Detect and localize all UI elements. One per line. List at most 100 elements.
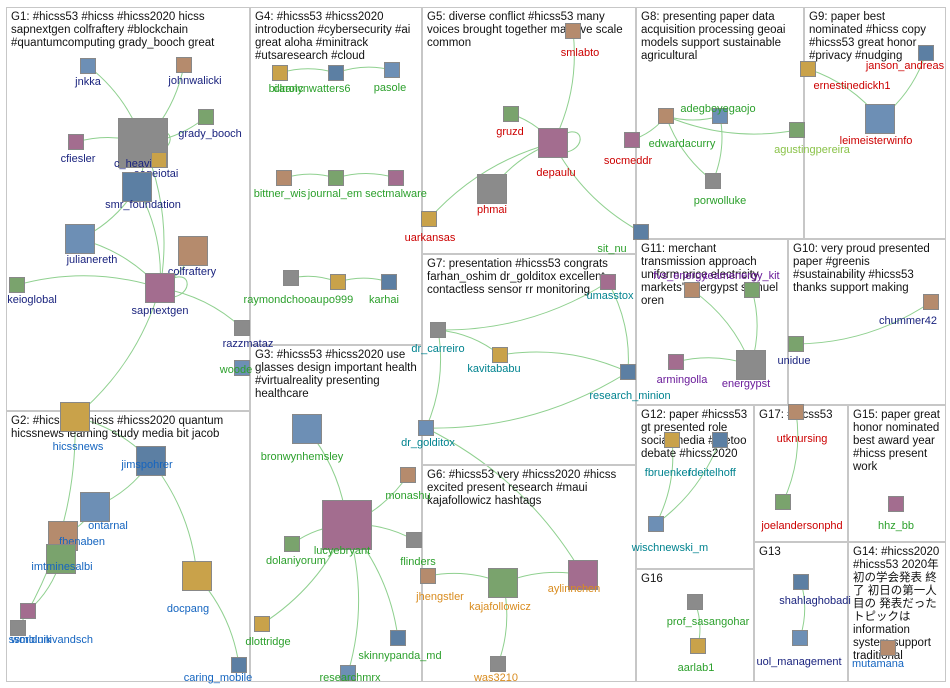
person-icon — [283, 270, 299, 286]
node-label: umasstox — [586, 290, 634, 302]
logo-icon — [538, 128, 568, 158]
node-label: smlabto — [560, 47, 600, 59]
person-icon — [712, 432, 728, 448]
node-label: fvs_energy — [653, 270, 707, 282]
person-icon — [477, 174, 507, 204]
person-icon — [284, 536, 300, 552]
node-label: sapnextgen — [131, 305, 189, 317]
group-g9: G9: paper best nominated #hicss copy #hi… — [804, 7, 946, 239]
person-icon — [687, 594, 703, 610]
group-g13: G13 — [754, 542, 848, 682]
logo-icon — [9, 277, 25, 293]
person-icon — [620, 364, 636, 380]
node-label: jimspohrer — [121, 459, 173, 471]
logo-icon — [421, 211, 437, 227]
node-label: lucyebryant — [313, 545, 371, 557]
person-icon — [80, 58, 96, 74]
person-icon — [276, 170, 292, 186]
edge — [782, 411, 799, 503]
logo-icon — [633, 224, 649, 240]
node-label: keioglobal — [7, 294, 57, 306]
person-icon — [658, 108, 674, 124]
person-icon — [68, 134, 84, 150]
node-label: unidue — [777, 355, 811, 367]
person-icon — [668, 354, 684, 370]
node-label: julianereth — [66, 254, 118, 266]
person-icon — [80, 492, 110, 522]
logo-icon — [10, 620, 26, 636]
node-label: dr_carreiro — [411, 343, 465, 355]
logo-icon — [788, 404, 804, 420]
person-icon — [488, 568, 518, 598]
logo-icon — [690, 638, 706, 654]
person-icon — [736, 350, 766, 380]
node-label: was3210 — [473, 672, 519, 684]
group-title-g12: G12: paper #hicss53 gt presented role so… — [641, 409, 748, 460]
group-title-g8: G8: presenting paper data acquisition pr… — [641, 11, 786, 62]
node-label: kavitababu — [467, 363, 521, 375]
group-title-g1: G1: #hicss53 #hicss #hicss2020 hicss sap… — [11, 11, 215, 49]
group-title-g7: G7: presentation #hicss53 congrats farha… — [427, 258, 608, 296]
node-label: kajafollowicz — [469, 601, 531, 613]
group-title-g4: G4: #hicss53 #hicss2020 introduction #cy… — [255, 11, 411, 62]
logo-icon — [122, 172, 152, 202]
logo-icon — [340, 665, 356, 681]
person-icon — [705, 173, 721, 189]
node-label: depaulu — [536, 167, 576, 179]
node-label: socmeddr — [603, 155, 653, 167]
node-label: hicssnews — [52, 441, 104, 453]
logo-icon — [788, 336, 804, 352]
node-label: journal_em — [307, 188, 363, 200]
edge — [425, 371, 629, 429]
person-icon — [330, 274, 346, 290]
edge — [437, 281, 609, 331]
node-label: raymondchooau — [243, 294, 323, 306]
node-label: uarkansas — [404, 232, 456, 244]
group-g3: G3: #hicss53 #hicss2020 use glasses desi… — [250, 345, 422, 682]
group-title-g2: G2: #hicss53 #hicss #hicss2020 quantum h… — [11, 415, 224, 440]
person-icon — [624, 132, 640, 148]
person-icon — [322, 500, 372, 550]
person-icon — [182, 561, 212, 591]
node-label: worldunivandsch — [11, 634, 93, 646]
person-icon — [775, 494, 791, 510]
logo-icon — [231, 657, 247, 673]
node-label: billranc — [268, 83, 304, 95]
logo-icon — [388, 170, 404, 186]
node-label: teamenergy_kit — [704, 270, 780, 282]
edge — [428, 142, 554, 220]
node-label: bittner_wis — [253, 188, 307, 200]
logo-icon — [60, 402, 90, 432]
node-label: dlottridge — [245, 636, 291, 648]
person-icon — [664, 432, 680, 448]
node-label: chummer42 — [878, 315, 938, 327]
node-label: pasole — [373, 82, 407, 94]
node-label: jhengstler — [416, 591, 464, 603]
node-label: gruzd — [496, 126, 524, 138]
person-icon — [923, 294, 939, 310]
person-icon — [254, 616, 270, 632]
node-label: adegboyegaojo — [680, 103, 756, 115]
node-label: ernestinedickh1 — [813, 80, 891, 92]
node-label: aylinnchen — [547, 583, 601, 595]
node-label: shahlaghobadi — [779, 595, 851, 607]
group-g7: G7: presentation #hicss53 congrats farha… — [422, 254, 636, 465]
logo-icon — [888, 496, 904, 512]
person-icon — [384, 62, 400, 78]
node-label: smr_foundation — [105, 199, 181, 211]
logo-icon — [684, 282, 700, 298]
node-label: imtminesalbi — [31, 561, 93, 573]
group-g10: G10: very proud presented paper #greenis… — [788, 239, 946, 405]
person-icon — [65, 224, 95, 254]
edge — [425, 427, 584, 576]
node-label: wischnewski_m — [631, 542, 709, 554]
person-icon — [490, 656, 506, 672]
node-label: razzmataz — [222, 338, 274, 350]
person-icon — [292, 414, 322, 444]
logo-icon — [406, 532, 422, 548]
node-label: hhz_bb — [877, 520, 915, 532]
node-label: porwolluke — [693, 195, 747, 207]
person-icon — [918, 45, 934, 61]
group-g12: G12: paper #hicss53 gt presented role so… — [636, 405, 754, 569]
node-label: mutamana — [852, 658, 904, 670]
